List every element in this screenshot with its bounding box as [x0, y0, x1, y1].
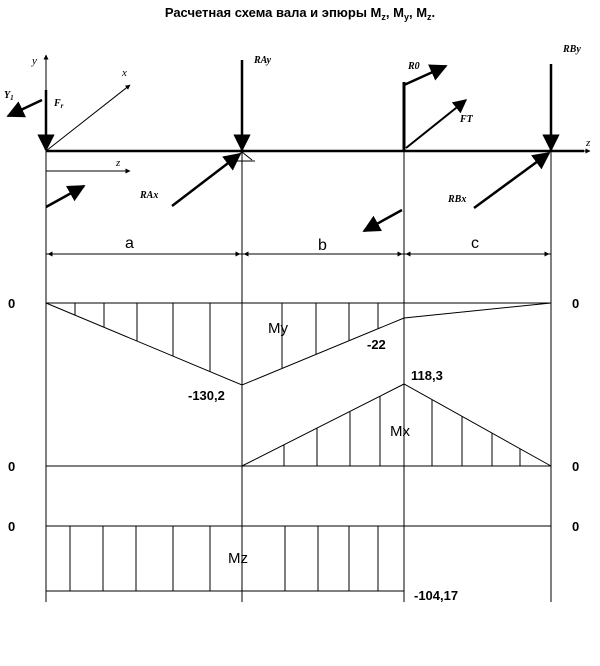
r0-force-arrow	[403, 64, 448, 87]
my-zero-left: 0	[8, 296, 15, 311]
my-value-b: -22	[367, 337, 386, 352]
x-axis-arrow	[45, 84, 131, 152]
segment-b-label: b	[318, 237, 327, 254]
y-axis-label: y	[31, 55, 37, 67]
my-name: My	[268, 320, 288, 337]
mx-hatching	[283, 396, 521, 466]
mz-zero-right: 0	[572, 519, 579, 534]
page-title: Расчетная схема вала и эпюры Mz, My, Mz.	[165, 5, 435, 22]
dimension-line: a b c	[46, 235, 551, 257]
mz-diagram: 0 0 Mz -104,17	[8, 519, 579, 603]
segment-c-label: c	[471, 235, 479, 252]
my-diagram: 0 0 My -130,2 -22	[8, 296, 579, 403]
mx-diagram: 0 0 Mx 118,3	[8, 368, 579, 474]
my-hatching	[74, 303, 379, 372]
r0-force-label: R0	[407, 61, 420, 72]
mz-hatching	[69, 526, 379, 591]
section-lines	[45, 151, 552, 602]
mz-value: -104,17	[414, 588, 458, 603]
mx-name: Mx	[390, 423, 410, 440]
segment-a-label: a	[125, 235, 134, 252]
fr-force-label: Fr	[53, 98, 64, 110]
rax-force-label: RAx	[139, 190, 158, 201]
my-curve	[45, 302, 552, 386]
mx-zero-left: 0	[8, 459, 15, 474]
rax-force-arrow	[171, 152, 242, 207]
ft-force-arrow	[405, 99, 468, 149]
ray-force-label: RAy	[253, 55, 272, 66]
left-oblique-force-arrow	[45, 184, 86, 209]
mz-name: Mz	[228, 550, 248, 567]
lower-oblique-force-arrow	[362, 208, 403, 233]
my-zero-right: 0	[572, 296, 579, 311]
mz-zero-left: 0	[8, 519, 15, 534]
y1-force-label: Y1	[4, 90, 14, 102]
ft-force-label: FT	[459, 114, 474, 125]
rbx-force-arrow	[473, 151, 551, 210]
y1-force-arrow	[6, 98, 43, 118]
mx-zero-right: 0	[572, 459, 579, 474]
x-axis-label: x	[121, 67, 127, 79]
z-axis-label: z	[585, 137, 591, 149]
mx-value-peak: 118,3	[411, 368, 443, 383]
scheme: z y x z Fr Y1 RAy RAx R0 FT RBy	[4, 44, 591, 233]
rbx-force-label: RBx	[447, 194, 466, 205]
z-axis-small-label: z	[115, 157, 121, 169]
mx-curve	[241, 383, 552, 467]
rby-force-label: RBy	[562, 44, 581, 55]
my-value-a: -130,2	[188, 388, 225, 403]
